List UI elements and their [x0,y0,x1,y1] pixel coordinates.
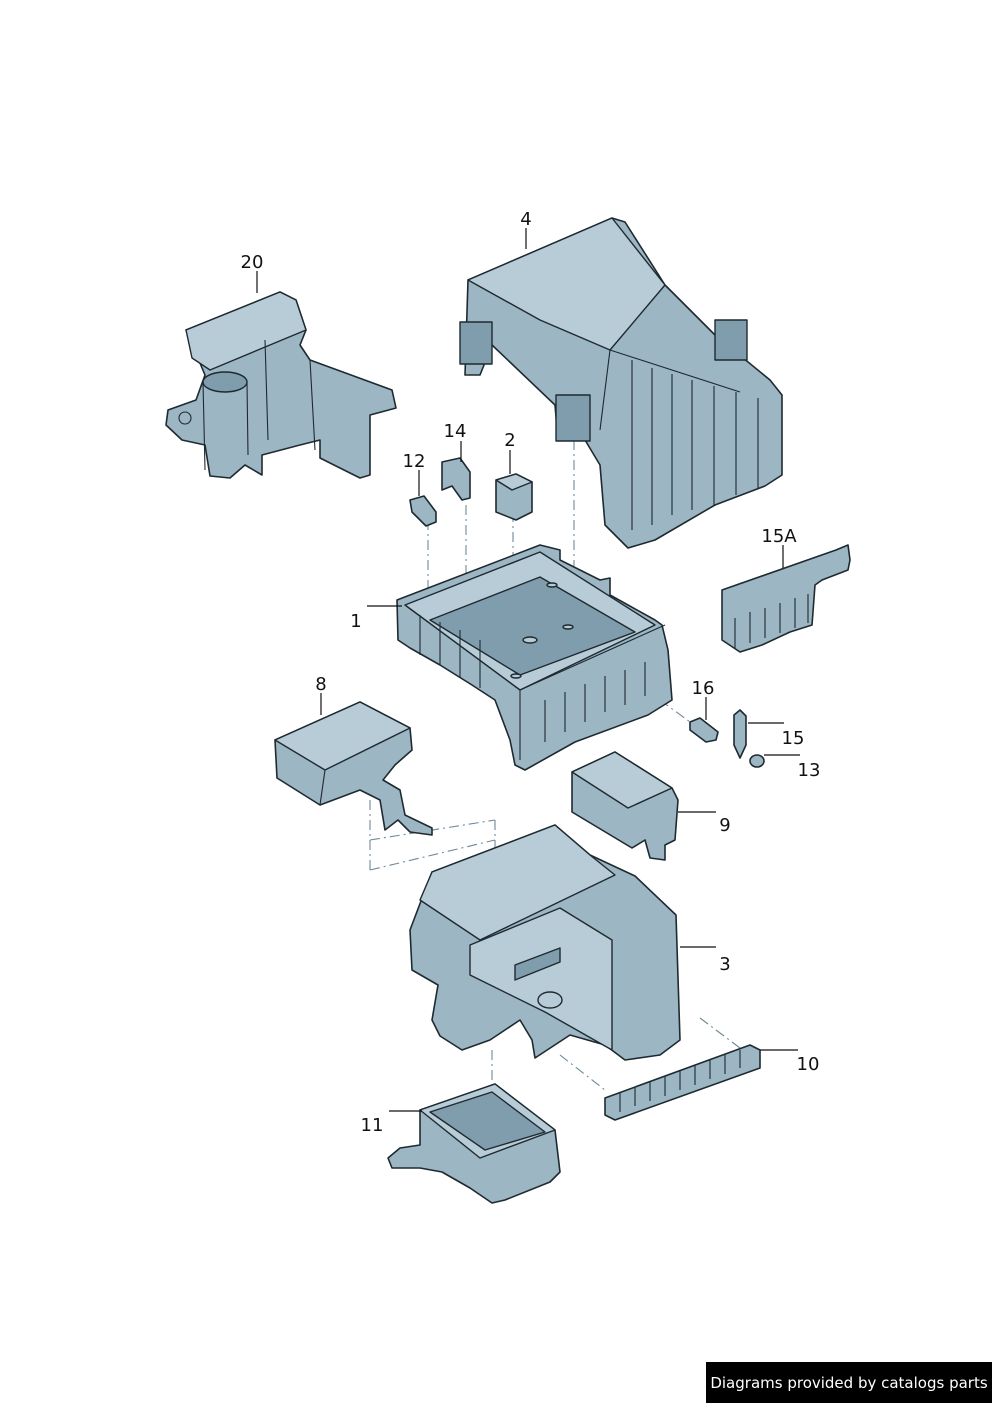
callout-20: 20 [241,252,264,273]
part-20-bracket [165,291,397,479]
credit-text: Diagrams provided by catalogs parts [710,1373,988,1392]
part-16-bolt [689,717,719,743]
part-12-fuse [409,495,437,527]
callout-2: 2 [504,430,515,451]
part-13-nut [749,754,765,768]
callout-15a: 15A [761,526,797,547]
callout-labels: 4 20 14 2 12 15A 1 8 16 15 13 9 3 10 11 [241,209,821,1136]
callout-10: 10 [797,1054,820,1075]
callout-11: 11 [361,1115,384,1136]
part-14-fuse [441,457,471,501]
callout-12: 12 [403,451,426,472]
callout-9: 9 [719,815,730,836]
callout-13: 13 [798,760,821,781]
part-3-tray [409,824,681,1061]
callout-14: 14 [444,421,467,442]
part-15-clip [733,709,747,759]
part-15a-busbar [721,544,851,653]
part-4-cover [459,217,783,549]
callout-16: 16 [692,678,715,699]
part-1-fuse-box [396,544,673,771]
part-2-relay [495,473,533,521]
part-10-terminal-strip [604,1044,761,1121]
leader-lines [256,228,800,1112]
callout-15: 15 [782,728,805,749]
callout-3: 3 [719,954,730,975]
credit-banner: Diagrams provided by catalogs parts [706,1362,992,1403]
part-11-box [387,1083,561,1204]
callout-4: 4 [520,209,531,230]
part-9-relay-block [571,751,679,861]
callout-8: 8 [315,674,326,695]
part-8-cover [274,701,433,836]
callout-1: 1 [350,611,361,632]
